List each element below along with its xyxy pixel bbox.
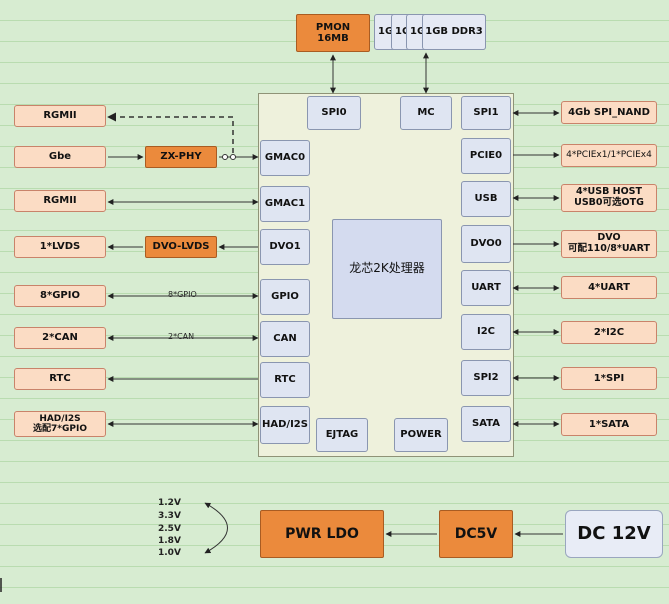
processor-core: 龙芯2K处理器 bbox=[332, 219, 442, 319]
ext-can: 2*CAN bbox=[14, 327, 106, 349]
bridge-dvo-lvds: DVO-LVDS bbox=[145, 236, 217, 258]
ext-dvo: DVO 可配110/8*UART bbox=[561, 230, 657, 258]
ext-sata: 1*SATA bbox=[561, 413, 657, 436]
pmon-flash: PMON 16MB bbox=[296, 14, 370, 52]
port-spi2: SPI2 bbox=[461, 360, 511, 396]
ext-spi-nand: 4Gb SPI_NAND bbox=[561, 101, 657, 124]
zxphy-node-b bbox=[230, 154, 236, 160]
port-had-i2s: HAD/I2S bbox=[260, 406, 310, 444]
voltage-1v2: 1.2V bbox=[158, 498, 181, 508]
zxphy-node-a bbox=[222, 154, 228, 160]
port-pcie0: PCIE0 bbox=[461, 138, 511, 174]
port-sata: SATA bbox=[461, 406, 511, 442]
voltage-2v5: 2.5V bbox=[158, 524, 181, 534]
port-gpio: GPIO bbox=[260, 279, 310, 315]
port-spi0: SPI0 bbox=[307, 96, 361, 130]
wire-rgmii1-dashed bbox=[107, 112, 234, 153]
voltage-brace bbox=[204, 502, 228, 554]
ext-i2c: 2*I2C bbox=[561, 321, 657, 344]
port-dvo1: DVO1 bbox=[260, 229, 310, 265]
port-usb: USB bbox=[461, 181, 511, 217]
pwr-ldo: PWR LDO bbox=[260, 510, 384, 558]
ext-pcie: 4*PCIEx1/1*PCIEx4 bbox=[561, 144, 657, 167]
port-spi1: SPI1 bbox=[461, 96, 511, 130]
ext-gpio: 8*GPIO bbox=[14, 285, 106, 307]
ext-gbe: Gbe bbox=[14, 146, 106, 168]
ext-rgmii-2: RGMII bbox=[14, 190, 106, 212]
voltage-1v8: 1.8V bbox=[158, 536, 181, 546]
port-ejtag: EJTAG bbox=[316, 418, 368, 452]
port-can: CAN bbox=[260, 321, 310, 357]
port-rtc: RTC bbox=[260, 362, 310, 398]
dc12v: DC 12V bbox=[565, 510, 663, 558]
port-uart: UART bbox=[461, 270, 511, 306]
port-gmac1: GMAC1 bbox=[260, 186, 310, 222]
ext-usb: 4*USB HOST USB0可选OTG bbox=[561, 184, 657, 212]
ext-had-i2s: HAD/I2S 选配7*GPIO bbox=[14, 411, 106, 437]
ext-uart: 4*UART bbox=[561, 276, 657, 299]
ext-lvds: 1*LVDS bbox=[14, 236, 106, 258]
port-power: POWER bbox=[394, 418, 448, 452]
port-mc: MC bbox=[400, 96, 452, 130]
port-dvo0: DVO0 bbox=[461, 225, 511, 263]
ext-rgmii-1: RGMII bbox=[14, 105, 106, 127]
voltage-3v3: 3.3V bbox=[158, 511, 181, 521]
port-gmac0: GMAC0 bbox=[260, 140, 310, 176]
bridge-zx-phy: ZX-PHY bbox=[145, 146, 217, 168]
dc5v: DC5V bbox=[439, 510, 513, 558]
ddr-main: 1GB DDR3 bbox=[422, 14, 486, 50]
ext-rtc: RTC bbox=[14, 368, 106, 390]
voltage-1v0: 1.0V bbox=[158, 548, 181, 558]
ext-spi: 1*SPI bbox=[561, 367, 657, 390]
port-i2c: I2C bbox=[461, 314, 511, 350]
